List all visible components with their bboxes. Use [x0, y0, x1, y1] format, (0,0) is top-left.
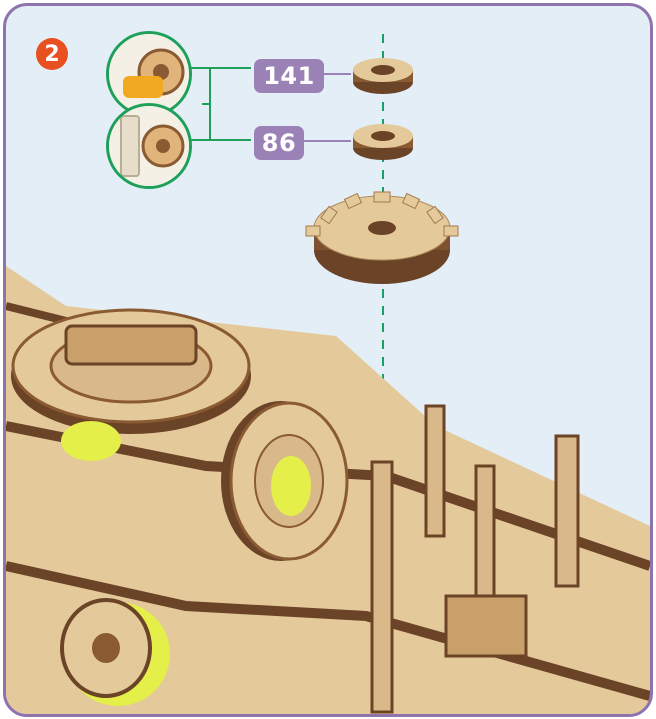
assembly-illustration [6, 6, 650, 714]
large-drive-gear [11, 310, 251, 434]
instruction-panel: 2 141 86 [3, 3, 653, 717]
part-label-141: 141 [254, 59, 324, 93]
thumbnail-connector [189, 68, 251, 140]
washer-part-141 [353, 58, 413, 94]
part-label-86: 86 [254, 126, 304, 160]
gear-lubrication-icon [109, 34, 189, 114]
reference-thumbnail-2 [106, 103, 192, 189]
spur-gear-part [306, 192, 458, 284]
step-number-badge: 2 [36, 38, 68, 70]
washer-part-86 [353, 124, 413, 160]
wax-stick-icon [109, 106, 189, 186]
